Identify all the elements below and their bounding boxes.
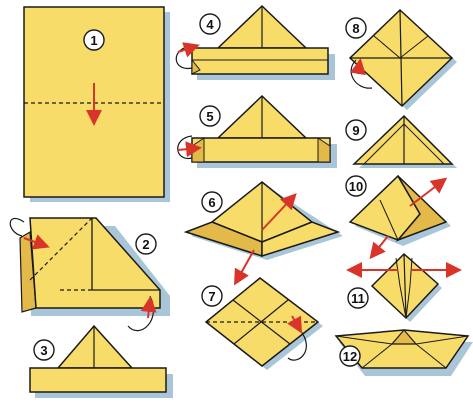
svg-text:5: 5 [206,109,213,124]
svg-text:11: 11 [351,291,365,306]
svg-text:12: 12 [343,349,357,364]
step-badge-8: 8 [346,18,366,38]
step-6: 6 [186,182,343,282]
svg-text:3: 3 [40,343,47,358]
svg-text:10: 10 [349,179,363,194]
step-1: 1 [24,7,170,202]
step-3: 3 [30,326,173,398]
step-9: 9 [346,116,457,168]
svg-text:2: 2 [142,237,149,252]
step-badge-12: 12 [340,346,360,366]
step-badge-4: 4 [200,14,220,34]
step-badge-10: 10 [346,176,366,196]
step-badge-5: 5 [200,106,220,126]
step-badge-9: 9 [346,120,366,140]
step-badge-6: 6 [202,192,222,212]
svg-text:7: 7 [208,289,215,304]
step-badge-7: 7 [202,286,222,306]
svg-text:1: 1 [90,33,97,48]
svg-text:9: 9 [352,123,359,138]
step-12: 12 [336,330,473,376]
step-badge-3: 3 [34,340,54,360]
step-badge-11: 11 [348,288,368,308]
step-badge-2: 2 [136,234,156,254]
step-5: 5 [178,96,337,168]
step-badge-1: 1 [84,30,104,50]
svg-text:8: 8 [352,21,359,36]
step-2: 2 [10,218,170,331]
step-10: 10 [346,176,451,256]
svg-text:4: 4 [206,17,214,32]
step-11: 11 [348,254,458,322]
step-7: 7 [202,278,323,370]
step-4: 4 [176,6,335,80]
svg-text:6: 6 [208,195,215,210]
step-8: 8 [346,10,457,110]
